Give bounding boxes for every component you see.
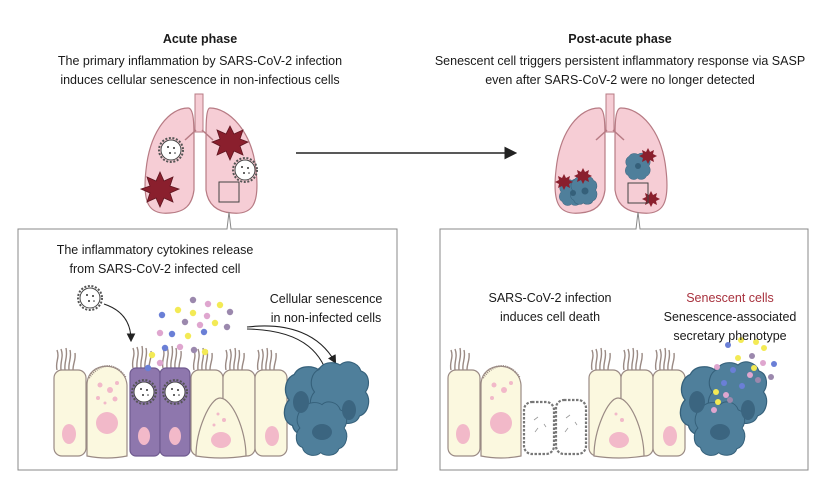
cytokine-dot bbox=[715, 399, 721, 405]
senescent-cells-title: Senescent cells bbox=[686, 291, 774, 305]
damage-star-icon bbox=[574, 168, 592, 184]
cytokine-dot bbox=[168, 330, 176, 338]
cytokine-dot bbox=[189, 296, 197, 304]
cytokine-dot bbox=[189, 309, 197, 317]
cytokine-dot bbox=[226, 308, 234, 316]
cytokine-dot bbox=[144, 364, 152, 372]
sasp-label-line2: secretary phenotype bbox=[673, 329, 787, 343]
cytokine-dot bbox=[211, 319, 219, 327]
cytokine-dot bbox=[711, 407, 717, 413]
acute-lungs bbox=[139, 93, 258, 214]
post-acute-phase-title: Post-acute phase bbox=[568, 32, 672, 46]
post-acute-lungs bbox=[554, 93, 668, 214]
cytokine-dot bbox=[223, 323, 231, 331]
magnify-box bbox=[627, 182, 649, 204]
cytokine-dot bbox=[714, 364, 720, 370]
damage-star-icon bbox=[555, 174, 573, 190]
damage-star-icon bbox=[139, 171, 181, 208]
cytokine-dot bbox=[755, 377, 761, 383]
cytokine-cloud bbox=[144, 296, 234, 372]
cytokine-dot bbox=[203, 312, 211, 320]
cytokine-dot bbox=[181, 318, 189, 326]
cytokine-release-label-line2: from SARS-CoV-2 infected cell bbox=[69, 262, 241, 276]
cytokine-dot bbox=[760, 360, 766, 366]
senescence-label-line2: in non-infected cells bbox=[270, 311, 382, 325]
cytokine-dot bbox=[753, 339, 759, 345]
cytokine-dot bbox=[725, 342, 731, 348]
cytokine-dot bbox=[196, 321, 204, 329]
acute-phase-description-line2: induces cellular senescence in non-infec… bbox=[60, 73, 340, 87]
cytokine-dot bbox=[156, 329, 164, 337]
damage-star-icon bbox=[639, 148, 657, 164]
cell-death-label-line2: induces cell death bbox=[499, 310, 601, 324]
cytokine-dot bbox=[176, 343, 184, 351]
damage-star-icon bbox=[211, 125, 249, 161]
cytokine-dot bbox=[190, 346, 198, 354]
cytokine-dot bbox=[730, 367, 736, 373]
cell-death-label-line1: SARS-CoV-2 infection bbox=[488, 291, 612, 305]
cytokine-dot bbox=[768, 374, 774, 380]
basal-cell bbox=[195, 397, 247, 459]
cytokine-dot bbox=[201, 348, 209, 356]
cytokine-release-label-line1: The inflammatory cytokines release bbox=[56, 243, 254, 257]
dead-cell bbox=[522, 400, 556, 456]
cytokine-dot bbox=[161, 344, 169, 352]
cytokine-dot bbox=[747, 372, 753, 378]
acute-phase-description-line1: The primary inflammation by SARS-CoV-2 i… bbox=[57, 54, 343, 68]
cytokine-dot bbox=[184, 332, 192, 340]
cytokine-dot bbox=[204, 300, 212, 308]
dead-cell bbox=[554, 398, 588, 456]
post-acute-phase-description-line1: Senescent cell triggers persistent infla… bbox=[434, 54, 806, 68]
cytokine-dot bbox=[156, 359, 164, 367]
sasp-cytokine-cloud bbox=[711, 337, 777, 413]
cytokine-dot bbox=[200, 328, 208, 336]
cytokine-dot bbox=[174, 306, 182, 314]
ciliated-cell bbox=[447, 369, 481, 457]
post-acute-epithelium bbox=[447, 337, 777, 459]
cytokine-dot bbox=[727, 397, 733, 403]
acute-epithelium bbox=[53, 285, 370, 459]
magnify-box bbox=[218, 181, 240, 203]
cytokine-dot bbox=[723, 392, 729, 398]
cytokine-dot bbox=[216, 301, 224, 309]
cytokine-dot bbox=[158, 311, 166, 319]
basal-cell bbox=[593, 397, 645, 459]
senescence-label-line1: Cellular senescence bbox=[269, 292, 383, 306]
cytokine-dot bbox=[739, 383, 745, 389]
cytokine-dot bbox=[761, 345, 767, 351]
cytokine-dot bbox=[148, 351, 156, 359]
cytokine-dot bbox=[749, 353, 755, 359]
cytokine-dot bbox=[738, 337, 744, 343]
cytokine-dot bbox=[771, 361, 777, 367]
cytokine-dot bbox=[735, 355, 741, 361]
cytokine-dot bbox=[713, 389, 719, 395]
ciliated-cell bbox=[53, 369, 87, 457]
sasp-label-line1: Senescence-associated bbox=[663, 310, 797, 324]
acute-phase-title: Acute phase bbox=[162, 32, 238, 46]
post-acute-phase-description-line2: even after SARS-CoV-2 were no longer det… bbox=[485, 73, 755, 87]
cytokine-dot bbox=[721, 380, 727, 386]
cytokine-dot bbox=[751, 365, 757, 371]
